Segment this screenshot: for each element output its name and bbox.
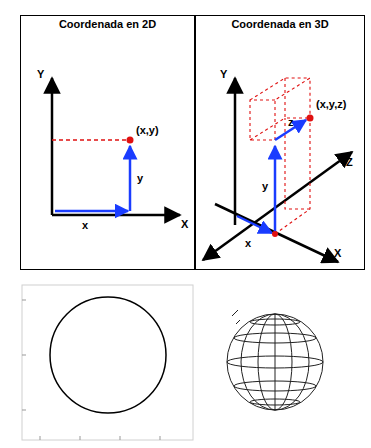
component-label: x [245,237,251,249]
circle-figure [22,285,193,440]
component-label: x [82,219,88,231]
point-label: (x,y,z) [316,98,346,110]
axis-label: Y [37,68,44,80]
axes-2d [52,78,180,215]
axis-label: X [334,247,341,259]
panel-heading: Coordenada en 3D [196,16,364,30]
axis-label: Z [346,156,353,168]
coordinate-panel: Coordenada en 3D [195,15,365,270]
axis-label: Y [220,68,227,80]
component-label: y [262,180,268,192]
point-label: (x,y) [136,124,159,136]
sphere-figure [227,310,323,410]
component-label: z [288,116,294,128]
axes-3d [203,78,352,262]
axis-label: X [181,218,188,230]
component-label: y [137,172,143,184]
coordinate-panel: Coordenada en 2D [20,15,195,270]
panel-heading: Coordenada en 2D [21,16,194,30]
